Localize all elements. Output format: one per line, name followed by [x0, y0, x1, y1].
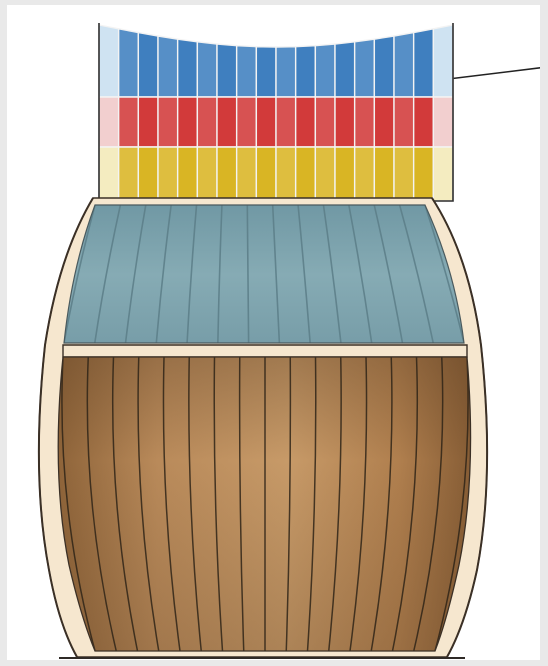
- band-blue-tile: [138, 33, 158, 97]
- wooden-staves: [47, 355, 487, 655]
- band-red-tile: [414, 97, 434, 147]
- band-yellow-tile: [197, 147, 217, 201]
- band-blue-tile: [414, 29, 434, 97]
- band-blue-tile: [178, 39, 198, 97]
- illustration-frame: [7, 5, 540, 660]
- band-red-tile: [374, 97, 394, 147]
- band-blue-tile: [99, 25, 119, 97]
- striped-top-band: [99, 23, 453, 201]
- band-red-tile: [158, 97, 178, 147]
- band-yellow-tile: [138, 147, 158, 201]
- band-blue-tile: [276, 47, 296, 97]
- band-red-tile: [237, 97, 257, 147]
- band-red-tile: [217, 97, 237, 147]
- band-red-tile: [296, 97, 316, 147]
- band-red-tile: [276, 97, 296, 147]
- band-red-tile: [355, 97, 375, 147]
- band-blue-tile: [237, 46, 257, 97]
- band-red-tile: [256, 97, 276, 147]
- band-yellow-tile: [237, 147, 257, 201]
- band-yellow-tile: [217, 147, 237, 201]
- band-red-tile: [119, 97, 139, 147]
- band-yellow-tile: [394, 147, 414, 201]
- band-red-tile: [99, 97, 119, 147]
- band-blue-tile: [158, 36, 178, 97]
- band-yellow-tile: [296, 147, 316, 201]
- water-surface: [47, 200, 487, 350]
- band-red-tile: [433, 97, 453, 147]
- band-red-tile: [138, 97, 158, 147]
- band-blue-tile: [296, 46, 316, 97]
- band-yellow-tile: [374, 147, 394, 201]
- band-red-tile: [197, 97, 217, 147]
- band-blue-tile: [355, 39, 375, 97]
- band-blue-tile: [315, 44, 335, 97]
- band-yellow-tile: [335, 147, 355, 201]
- band-blue-tile: [197, 42, 217, 97]
- band-blue-tile: [217, 44, 237, 97]
- band-red-tile: [315, 97, 335, 147]
- band-yellow-tile: [355, 147, 375, 201]
- band-yellow-tile: [414, 147, 434, 201]
- band-yellow-tile: [433, 147, 453, 201]
- band-yellow-tile: [178, 147, 198, 201]
- band-blue-tile: [119, 29, 139, 97]
- band-yellow-tile: [119, 147, 139, 201]
- band-yellow-tile: [99, 147, 119, 201]
- barrel-shelf: [63, 345, 467, 357]
- band-red-tile: [178, 97, 198, 147]
- band-yellow-tile: [315, 147, 335, 201]
- band-yellow-tile: [276, 147, 296, 201]
- band-yellow-tile: [158, 147, 178, 201]
- band-blue-tile: [433, 25, 453, 97]
- barrel-illustration: [7, 5, 540, 660]
- band-blue-tile: [256, 47, 276, 97]
- band-yellow-tile: [256, 147, 276, 201]
- band-red-tile: [335, 97, 355, 147]
- band-blue-tile: [394, 33, 414, 97]
- band-blue-tile: [374, 36, 394, 97]
- band-red-tile: [394, 97, 414, 147]
- band-blue-tile: [335, 42, 355, 97]
